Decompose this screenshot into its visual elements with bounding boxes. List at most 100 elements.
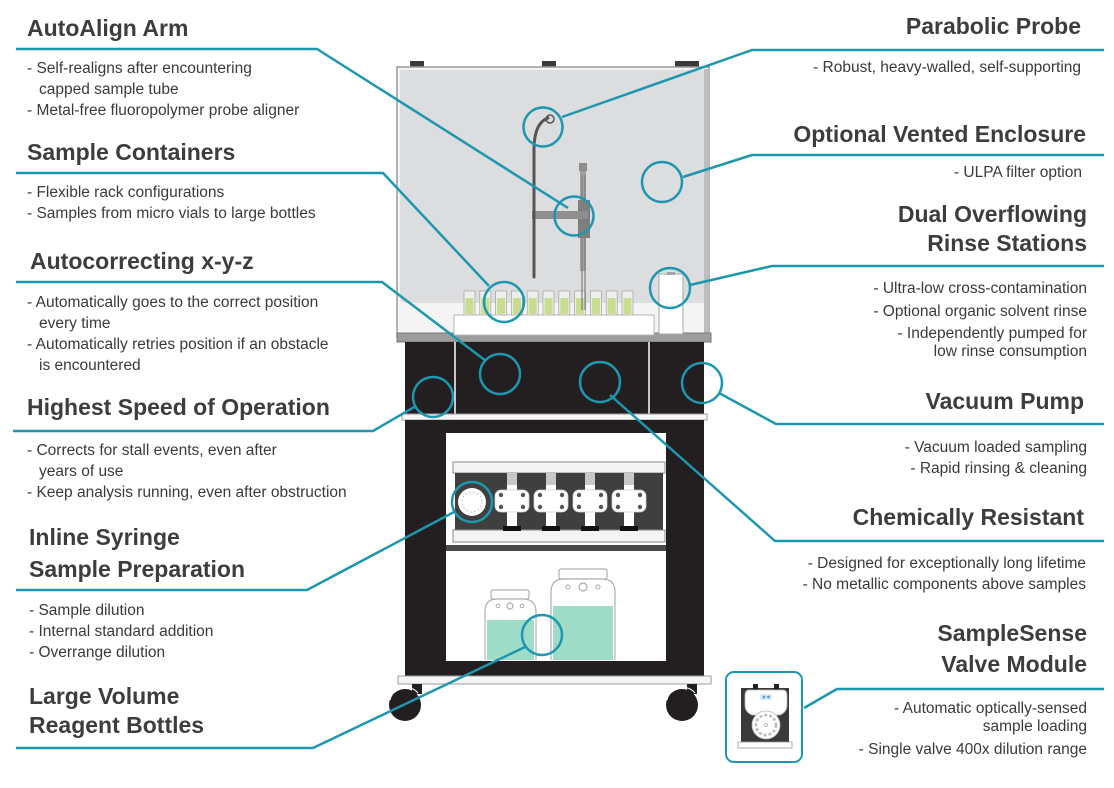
callout-circle-vented-enclosure [640,160,684,204]
enclosure-side [704,69,709,337]
bullet: - Internal standard addition [29,623,214,640]
screw-icon [576,504,582,510]
bottle-port [495,603,501,609]
feature-bullets-inline-syringe: - Sample dilution - Internal standard ad… [29,600,213,663]
syringe-pumps [494,473,647,531]
leader-vacuum-pump [718,391,1104,426]
feature-title-vacuum-pump: Vacuum Pump [926,387,1084,416]
screw-icon [520,492,526,498]
bullet: - Metal-free fluoropolymer probe aligner [27,102,300,119]
cart-upper-cabinet [405,342,704,414]
feature-title-inline-syringe: Inline Syringe Sample Preparation [29,521,245,585]
sample-rack [453,314,655,336]
feature-title-chemically-resistant: Chemically Resistant [853,503,1084,532]
leader-inline-syringe [16,510,455,592]
title-line: Valve Module [941,651,1087,677]
feature-bullets-parabolic-probe: - Robust, heavy-walled, self-supporting [813,57,1081,78]
cart-shelf [401,413,708,421]
sensor-led [767,695,770,699]
syringe-plunger [620,526,638,531]
leader-vented-enclosure [682,153,1104,179]
bottle-cap [490,589,530,600]
sample-liquid [623,298,632,314]
screw-icon [637,492,643,498]
sample-liquid [576,298,585,314]
bullet: - Samples from micro vials to large bott… [27,205,316,222]
sample-liquid [465,298,474,314]
feature-title-vented-enclosure: Optional Vented Enclosure [793,120,1086,149]
cart [389,342,712,721]
valve-pin [774,684,779,690]
feature-bullets-highest-speed: - Corrects for stall events, even after … [27,440,347,503]
syringe-valve-block [572,489,608,513]
leader-parabolic-probe [561,48,1104,119]
syringe-barrel-top [624,473,634,485]
sample-liquid [560,298,569,314]
bullet: - Designed for exceptionally long lifeti… [807,555,1086,572]
callout-circle-highest-speed [411,375,455,419]
syringe-rail-top [452,461,666,474]
probe-tip [545,114,555,124]
feature-title-reagent-bottles: Large Volume Reagent Bottles [29,682,204,740]
feature-bullets-vacuum-pump: - Vacuum loaded sampling - Rapid rinsing… [905,437,1087,479]
bottle-port [595,584,601,590]
bullet: - Ultra-low cross-contamination [873,280,1087,297]
title-line: Optional Vented Enclosure [793,121,1086,147]
wheel-mount [412,684,422,694]
callout-lines [13,47,1104,750]
title-line: Autocorrecting x-y-z [30,248,254,274]
feature-title-autocorrecting-xyz: Autocorrecting x-y-z [30,247,254,276]
syringe-barrel-top [507,473,517,485]
syringe-plunger [581,526,599,531]
syringe-plunger [542,526,560,531]
screw-icon [559,504,565,510]
bullet-continued: every time [39,315,111,332]
bullet: - Keep analysis running, even after obst… [27,484,347,501]
callout-circle-rinse-stations [648,266,692,310]
bullet: - Sample dilution [29,602,145,619]
bullet-continued: low rinse consumption [933,343,1087,360]
screw-icon [498,492,504,498]
leader-chemically-resistant [609,394,1104,543]
syringe-valve-block [494,489,530,513]
bullet: - Single valve 400x dilution range [858,741,1087,758]
feature-bullets-autoalign-arm: - Self-realigns after encountering cappe… [27,58,299,121]
title-line: Large Volume [29,683,180,709]
callout-circle-autocorrecting-xyz [478,352,522,396]
bullet: - Automatically retries position if an o… [27,336,329,353]
valve-ports [754,713,778,737]
title-line: Parabolic Probe [905,13,1081,39]
screw-icon [615,492,621,498]
rinse-station-cap [667,272,675,275]
wheel-mount [687,684,697,694]
sample-liquid [607,298,616,314]
screw-icon [520,504,526,510]
screw-icon [576,492,582,498]
bullet: - Optional organic solvent rinse [873,303,1087,320]
cart-base [397,675,712,685]
bottle-port [519,603,525,609]
screw-icon [637,504,643,510]
leader-autocorrecting-xyz [16,280,487,362]
syringe-rail-bottom [452,529,666,543]
title-line: Vacuum Pump [925,388,1084,414]
sample-liquid [497,298,506,314]
feature-bullets-vented-enclosure: - ULPA filter option [954,162,1082,183]
valve-ports [461,491,483,513]
syringe-barrel-top [546,473,556,485]
leader-samplesense [803,687,1104,710]
bullet-continued: years of use [39,463,124,480]
title-line: Chemically Resistant [852,504,1084,530]
feature-bullets-rinse-stations: - Ultra-low cross-contamination - Option… [873,277,1087,359]
valve-base [737,741,793,749]
title-line: AutoAlign Arm [27,15,189,41]
bullet: - Rapid rinsing & cleaning [910,460,1087,477]
screw-icon [537,504,543,510]
bullet: - Self-realigns after encountering [27,60,252,77]
screw-icon [615,504,621,510]
title-line: Inline Syringe [29,524,180,550]
valve-center [764,723,768,727]
sample-tubes [463,290,634,316]
optical-sensor [760,694,772,700]
feature-title-samplesense: SampleSense Valve Module [937,618,1087,680]
